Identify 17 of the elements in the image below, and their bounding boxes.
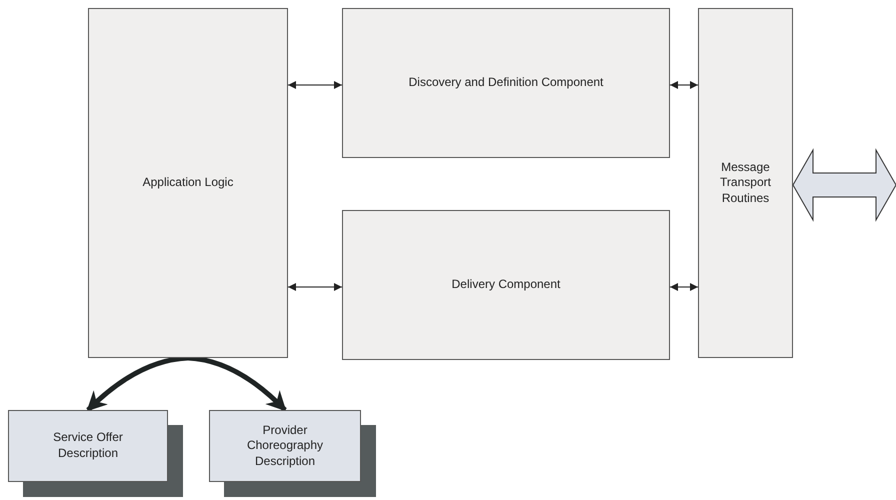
arrow [86, 356, 188, 412]
component-box [342, 210, 670, 360]
box-label: Service Offer Description [52, 430, 124, 462]
box-label: Delivery Component [452, 277, 560, 293]
arrow [188, 356, 287, 412]
arrow [288, 283, 342, 291]
component-box [698, 8, 793, 358]
box-label: Application Logic [142, 175, 234, 191]
arrow [670, 283, 698, 291]
component-box [88, 8, 288, 358]
box-label: Discovery and Definition Component [408, 75, 604, 91]
component-box [342, 8, 670, 158]
block-arrow [792, 148, 896, 222]
box-label: Provider Choreography Description [246, 422, 324, 470]
box-label: Message Transport Routines [719, 160, 772, 206]
arrow [670, 81, 698, 89]
arrow [288, 81, 342, 89]
